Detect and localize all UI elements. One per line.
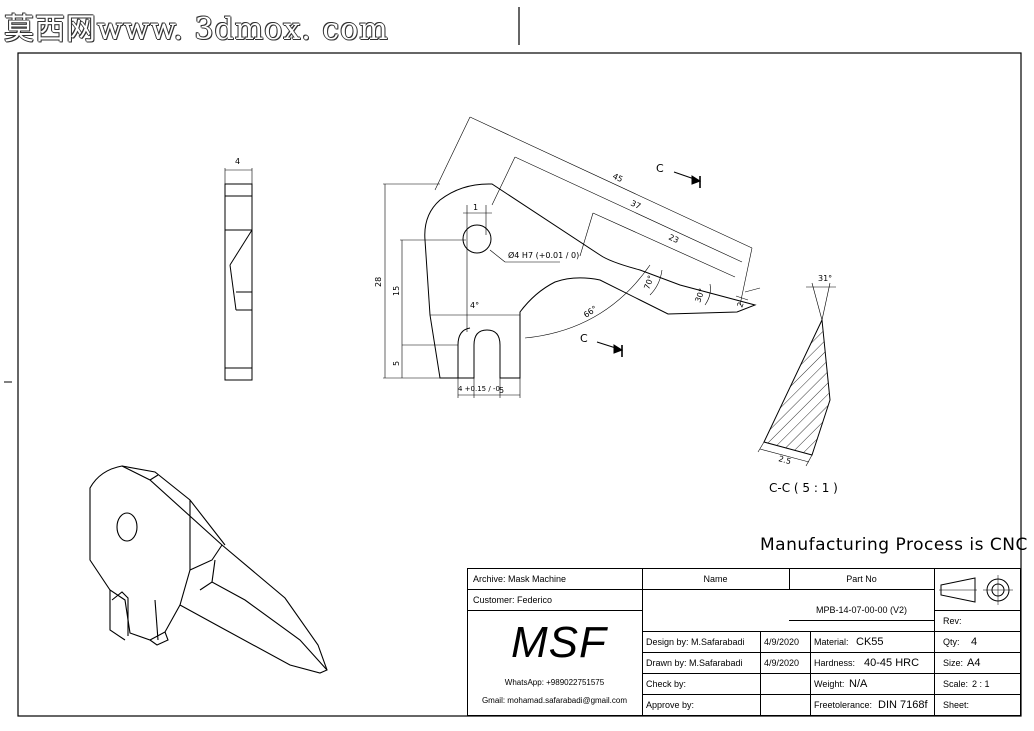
freetol-label: Freetolerance: bbox=[814, 700, 873, 710]
section-marker-top: C bbox=[656, 162, 664, 175]
partno-value: MPB-14-07-00-00 (V2) bbox=[815, 605, 908, 615]
process-note: Manufacturing Process is CNC bbox=[760, 535, 1028, 555]
drawn-date: 4/9/2020 bbox=[764, 658, 800, 668]
approve-by: Approve by: bbox=[646, 700, 695, 710]
dim-15: 15 bbox=[392, 286, 401, 296]
dim-23: 23 bbox=[667, 233, 680, 245]
qty-label: Qty: bbox=[943, 637, 960, 647]
whatsapp-contact: WhatsApp: +989022751575 bbox=[504, 678, 605, 687]
freetol-value: DIN 7168f bbox=[878, 699, 928, 711]
dim-5-left: 5 bbox=[392, 361, 401, 366]
company-logo: MSF bbox=[511, 618, 607, 667]
design-date: 4/9/2020 bbox=[764, 637, 800, 647]
gmail-contact: Gmail: mohamad.safarabadi@gmail.com bbox=[481, 696, 628, 705]
dim-angle-31: 31° bbox=[818, 274, 832, 283]
section-label: C-C ( 5 : 1 ) bbox=[769, 481, 838, 495]
name-header: Name bbox=[703, 574, 728, 584]
check-by: Check by: bbox=[646, 679, 687, 689]
dim-angle-30: 30° bbox=[693, 287, 706, 303]
dim-5-bottom: 5 bbox=[499, 386, 504, 395]
dim-28: 28 bbox=[374, 277, 383, 287]
dim-angle-4: 4° bbox=[470, 301, 479, 310]
hardness-value: 40-45 HRC bbox=[864, 657, 920, 669]
front-view-dimensions bbox=[383, 116, 761, 398]
archive-field: Archive: Mask Machine bbox=[473, 574, 567, 584]
dim-2: 2 bbox=[735, 301, 745, 309]
size-value: A4 bbox=[967, 657, 981, 669]
dim-slot-width: 4 +0.15 / -0 bbox=[458, 385, 500, 393]
scale-label: Scale: bbox=[943, 679, 969, 689]
section-marker-bottom: C bbox=[580, 332, 588, 345]
projection-symbol bbox=[939, 575, 1013, 605]
dim-45: 45 bbox=[611, 172, 624, 184]
dim-angle-66: 66° bbox=[582, 304, 599, 320]
design-by: Design by: M.Safarabadi bbox=[646, 637, 745, 647]
dim-thickness: 4 bbox=[235, 157, 240, 166]
size-label: Size: bbox=[943, 658, 964, 668]
dim-hole: Ø4 H7 (+0.01 / 0) bbox=[508, 250, 579, 260]
rev-field: Rev: bbox=[943, 616, 962, 626]
material-value: CK55 bbox=[856, 636, 884, 648]
dim-2-5: 2.5 bbox=[777, 454, 792, 466]
qty-value: 4 bbox=[971, 636, 978, 648]
hardness-label: Hardness: bbox=[814, 658, 856, 668]
customer-field: Customer: Federico bbox=[473, 595, 553, 605]
scale-value: 2 : 1 bbox=[972, 679, 990, 689]
weight-value: N/A bbox=[849, 678, 868, 690]
dim-1: 1 bbox=[473, 203, 478, 212]
watermark-text: 莫西网www. 3dmox. com bbox=[4, 12, 389, 47]
side-view bbox=[224, 168, 253, 381]
title-block: Archive: Mask Machine Customer: Federico… bbox=[467, 568, 1021, 716]
isometric-view bbox=[89, 465, 328, 674]
dim-37: 37 bbox=[629, 199, 642, 211]
sheet-field: Sheet: bbox=[943, 700, 970, 710]
dim-angle-70: 70° bbox=[642, 274, 655, 290]
section-arrows bbox=[596, 171, 702, 357]
partno-header: Part No bbox=[846, 574, 877, 584]
drawn-by: Drawn by: M.Safarabadi bbox=[646, 658, 743, 668]
material-label: Material: bbox=[814, 637, 849, 647]
section-view bbox=[757, 282, 836, 467]
weight-label: Weight: bbox=[814, 679, 845, 689]
drawing-border bbox=[17, 52, 1022, 717]
